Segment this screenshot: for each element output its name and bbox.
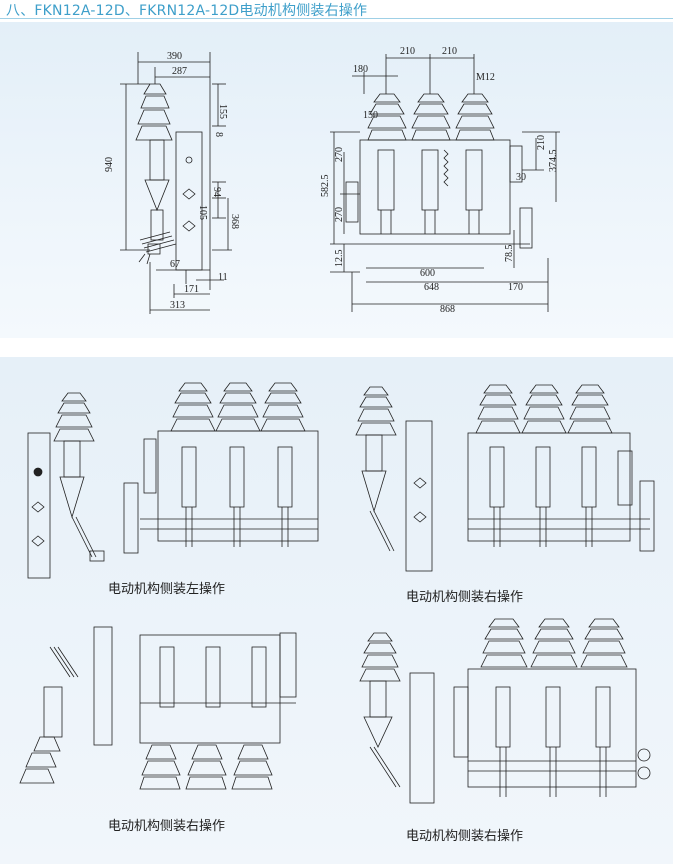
dim-582-5: 582.5 [320,175,331,198]
dim-78-5: 78.5 [504,245,515,263]
title-underline [0,18,673,19]
dim-105: 105 [197,205,208,220]
caption-left-operation: 电动机构侧装左操作 [108,582,226,597]
caption-right-operation-3: 电动机构侧装右操作 [406,829,524,844]
dim-368: 368 [229,214,240,229]
dim-155: 155 [217,104,228,119]
dim-150: 150 [363,110,378,121]
dim-210-left: 210 [400,46,415,57]
dim-313: 313 [170,300,185,311]
dim-171: 171 [184,284,199,295]
dim-287: 287 [172,66,187,77]
dim-30: 30 [516,172,526,183]
dim-11: 11 [218,272,228,283]
assembly-right-front-view [467,384,655,552]
side-view-drawing [120,52,232,314]
dim-648: 648 [424,282,439,293]
caption-right-operation-1: 电动机构侧装右操作 [406,590,524,605]
dim-868: 868 [440,304,455,315]
dim-180: 180 [353,64,368,75]
dim-94: 94 [211,187,222,197]
dim-170: 170 [508,282,523,293]
dim-600: 600 [420,268,435,279]
dim-374-5: 374.5 [548,150,559,173]
assembly-left-front-view [123,382,319,554]
front-view-drawing [330,54,560,312]
dim-270-upper: 270 [334,147,345,162]
page-title: 八、FKN12A-12D、FKRN12A-12D电动机构侧装右操作 [6,3,368,19]
dim-12-5: 12.5 [334,250,345,268]
thread-m12: M12 [476,72,495,83]
dim-270-lower: 270 [334,207,345,222]
caption-right-operation-2: 电动机构侧装右操作 [108,819,226,834]
assembly-bottom-right-view [359,618,651,804]
dim-390: 390 [167,51,182,62]
dim-940: 940 [104,157,115,172]
assembly-left-side-view [27,392,105,579]
assembly-views-svg [19,382,655,804]
dim-8: 8 [213,132,224,137]
assembly-right-side-view [355,386,433,572]
assembly-views-panel: 电动机构侧装左操作 电动机构侧装右操作 电动机构侧装右操作 电动机构侧装右操作 [0,357,673,864]
dimension-drawing-panel: 390 287 155 940 8 94 105 368 67 11 171 3… [0,22,673,338]
assembly-bottom-left-view [19,626,297,790]
dimension-drawings-svg: 390 287 155 940 8 94 105 368 67 11 171 3… [104,46,560,315]
dim-67: 67 [170,259,180,270]
dim-210-right: 210 [442,46,457,57]
dim-210-side: 210 [536,135,547,150]
